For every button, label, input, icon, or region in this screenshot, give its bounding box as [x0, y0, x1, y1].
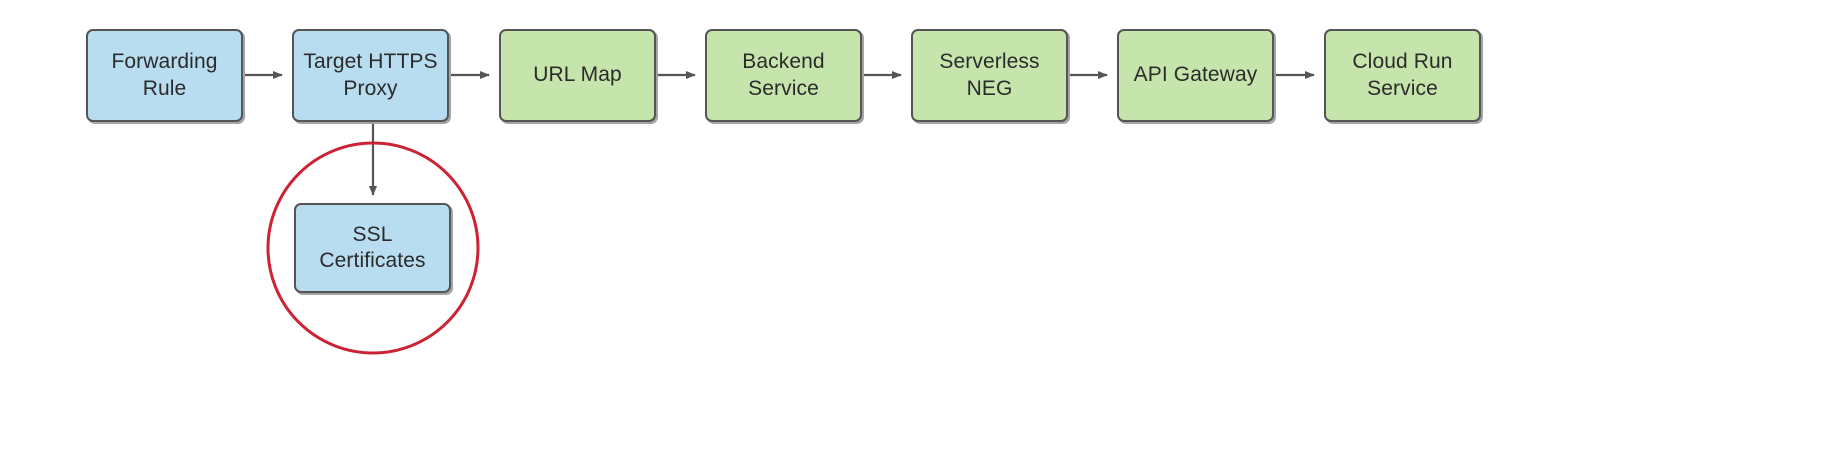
node-label: Forwarding Rule	[111, 50, 218, 100]
node-label: URL Map	[533, 63, 622, 87]
node-api-gateway[interactable]: API Gateway	[1117, 29, 1274, 122]
node-label: SSL Certificates	[319, 222, 426, 272]
node-label: Cloud Run Service	[1352, 50, 1453, 100]
node-forwarding-rule[interactable]: Forwarding Rule	[86, 29, 243, 122]
node-label: Backend Service	[742, 50, 825, 100]
node-backend-service[interactable]: Backend Service	[705, 29, 862, 122]
node-serverless-neg[interactable]: Serverless NEG	[911, 29, 1068, 122]
node-label: API Gateway	[1133, 63, 1258, 87]
node-label: Serverless NEG	[939, 50, 1040, 100]
node-cloud-run-service[interactable]: Cloud Run Service	[1324, 29, 1481, 122]
node-url-map[interactable]: URL Map	[499, 29, 656, 122]
node-ssl-certificates[interactable]: SSL Certificates	[294, 203, 451, 293]
node-label: Target HTTPS Proxy	[303, 50, 438, 100]
node-target-https-proxy[interactable]: Target HTTPS Proxy	[292, 29, 449, 122]
